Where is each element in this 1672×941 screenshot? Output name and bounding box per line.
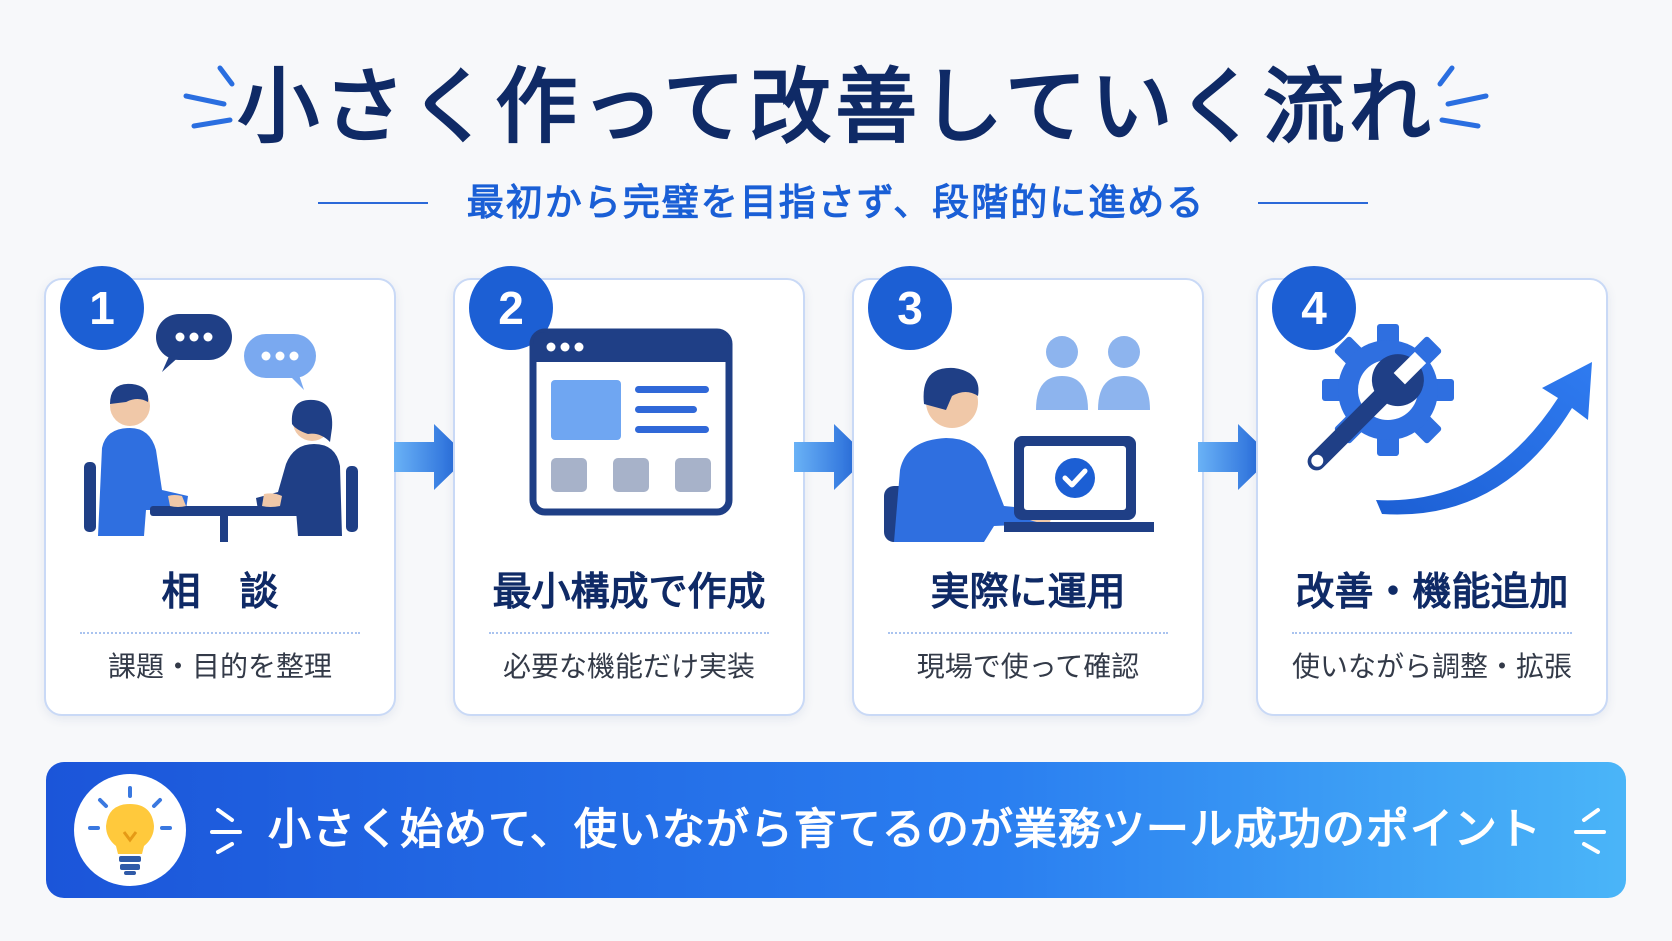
divider xyxy=(888,632,1168,634)
step-description: 現場で使って確認 xyxy=(916,650,1140,683)
step-number-badge: 1 xyxy=(60,266,144,350)
arrow-right-icon xyxy=(1198,424,1272,490)
step-card-2: 2 最小構成で作成 必要な機能だけ実装 xyxy=(453,266,805,716)
key-point-banner: 小さく始めて、使いながら育てるのが業務ツール成功のポイント xyxy=(46,762,1626,898)
subtitle-rule-left xyxy=(318,202,428,204)
subtitle-rule-right xyxy=(1258,202,1368,204)
lightbulb-icon xyxy=(88,786,172,875)
banner-sparkle-right-icon xyxy=(1574,808,1606,854)
page-title: 小さく作って改善していく流れ xyxy=(237,60,1435,155)
divider xyxy=(1292,632,1572,634)
banner-sparkle-left-icon xyxy=(210,808,242,854)
step-card-4: 4 xyxy=(1256,266,1608,716)
arrow-right-icon xyxy=(394,424,468,490)
step-title: 実際に運用 xyxy=(930,570,1126,615)
title-sparkle-right-icon xyxy=(1437,65,1489,129)
banner-message: 小さく始めて、使いながら育てるのが業務ツール成功のポイント xyxy=(268,805,1542,855)
gear-wrench-arrow-icon xyxy=(1307,324,1592,515)
lightbulb-badge xyxy=(74,774,186,886)
step-title: 最小構成で作成 xyxy=(492,570,766,615)
step-description: 必要な機能だけ実装 xyxy=(502,650,755,683)
step-card-3: 3 実際に運用 現場で使って確認 xyxy=(852,266,1204,716)
consultation-icon xyxy=(84,314,358,542)
step-number-badge: 3 xyxy=(868,266,952,350)
step-description: 課題・目的を整理 xyxy=(107,650,332,683)
divider xyxy=(80,632,360,634)
page-subtitle: 最初から完璧を目指さず、段階的に進める xyxy=(466,181,1206,224)
divider xyxy=(489,632,769,634)
arrow-right-icon xyxy=(794,424,868,490)
laptop-user-icon xyxy=(884,336,1154,542)
step-description: 使いながら調整・拡張 xyxy=(1291,650,1572,683)
step-title: 改善・機能追加 xyxy=(1295,570,1569,615)
step-card-1: 1 相 談 課題・目的を整理 xyxy=(44,266,396,716)
title-sparkle-left-icon xyxy=(183,65,235,129)
step-title: 相 談 xyxy=(161,570,279,615)
browser-window-icon xyxy=(529,328,733,516)
step-number-badge: 4 xyxy=(1272,266,1356,350)
